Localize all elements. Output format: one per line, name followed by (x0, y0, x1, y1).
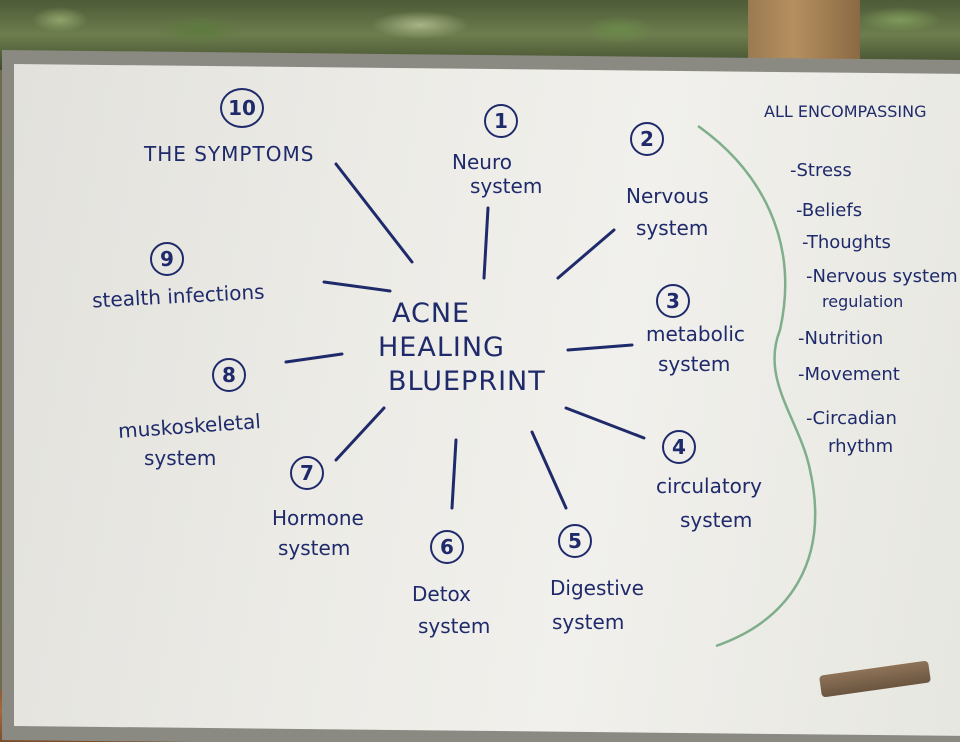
spoke-2 (558, 230, 614, 278)
circled-number-2: 2 (630, 122, 664, 156)
system-5-line-1: Digestive (550, 576, 644, 600)
spoke-4 (566, 408, 644, 438)
system-2-line-2: system (636, 216, 708, 240)
circled-number-7: 7 (290, 456, 324, 490)
spoke-3 (568, 345, 632, 350)
spoke-10 (336, 164, 412, 262)
spoke-8 (286, 354, 342, 362)
circled-number-10: 10 (220, 88, 264, 128)
system-4-line-1: circulatory (656, 474, 762, 498)
center-title-line-3: BLUEPRINT (388, 366, 546, 397)
system-10-line-1: THE SYMPTOMS (144, 142, 314, 166)
circled-number-1: 1 (484, 104, 518, 138)
spoke-5 (532, 432, 566, 508)
all-encompassing-title: ALL ENCOMPASSING (764, 102, 926, 121)
encompass-item-4-cont: regulation (822, 292, 903, 311)
encompass-item-4: -Nervous system (806, 266, 958, 287)
system-5-line-2: system (552, 610, 624, 634)
system-3-line-2: system (658, 352, 730, 376)
circled-number-5: 5 (558, 524, 592, 558)
encompass-item-7-cont: rhythm (828, 436, 893, 457)
circled-number-4: 4 (662, 430, 696, 464)
circled-number-8: 8 (212, 358, 246, 392)
system-6-line-2: system (418, 614, 490, 638)
encompass-item-1: -Stress (790, 160, 852, 181)
spoke-1 (484, 208, 488, 278)
circled-number-3: 3 (656, 284, 690, 318)
system-8-line-2: system (144, 446, 216, 470)
encompass-item-5: -Nutrition (798, 328, 883, 349)
system-1-line-2: system (470, 174, 542, 198)
spoke-6 (452, 440, 456, 508)
system-2-line-1: Nervous (626, 184, 709, 208)
circled-number-6: 6 (430, 530, 464, 564)
encompass-item-2: -Beliefs (796, 200, 862, 221)
system-7-line-2: system (278, 536, 350, 560)
encompass-item-6: -Movement (798, 364, 900, 385)
encompass-item-7: -Circadian (806, 408, 897, 429)
center-title-line-2: HEALING (378, 332, 505, 363)
spoke-7 (336, 408, 384, 460)
system-7-line-1: Hormone (272, 506, 364, 530)
circled-number-9: 9 (150, 242, 184, 276)
spoke-9 (324, 282, 390, 291)
system-1-line-1: Neuro (452, 150, 512, 174)
encompass-item-3: -Thoughts (802, 232, 891, 253)
system-6-line-1: Detox (412, 582, 471, 606)
system-4-line-2: system (680, 508, 752, 532)
system-3-line-1: metabolic (646, 322, 745, 346)
center-title-line-1: ACNE (392, 298, 470, 329)
